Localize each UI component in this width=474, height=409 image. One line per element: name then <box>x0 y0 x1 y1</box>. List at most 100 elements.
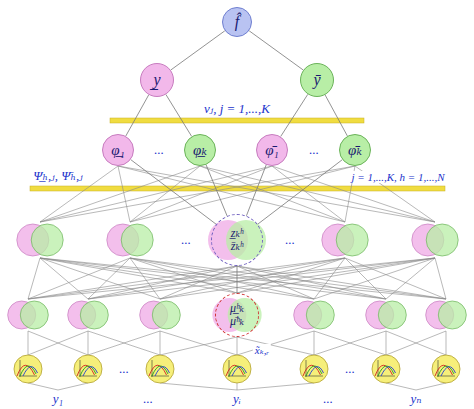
upper-circle <box>121 224 153 256</box>
link-line <box>58 383 88 390</box>
connector <box>249 31 303 70</box>
link-line <box>28 258 40 299</box>
upper-circle <box>152 301 180 329</box>
link-line <box>28 383 58 390</box>
upper-circle <box>226 220 266 260</box>
upper-circle <box>378 301 406 329</box>
input-circle <box>146 355 174 383</box>
network-neuron: f̂ <box>222 7 252 37</box>
input-circle <box>223 355 251 383</box>
upper-circle <box>20 301 48 329</box>
link-line <box>88 331 89 355</box>
network-neuron: φ̲₁ <box>102 134 134 166</box>
link-line <box>130 258 160 299</box>
math-label: yₙ <box>408 392 423 406</box>
neuron-label: f̂ <box>235 13 239 31</box>
network-neuron: y̲ <box>140 63 174 97</box>
link-line <box>446 331 447 355</box>
neuron-label: μ̄ʰₖ <box>230 315 244 328</box>
link-line <box>88 331 160 355</box>
link-line <box>314 331 386 355</box>
upper-circle <box>426 224 458 256</box>
link-line <box>160 331 161 355</box>
link-line <box>40 166 355 222</box>
link-line <box>88 331 160 355</box>
neuron-label: z̄ₖʰ <box>231 240 243 253</box>
math-label: νⱼ, j = 1,...,K <box>202 102 272 116</box>
link-line <box>237 337 238 355</box>
ellipsis-mark: ... <box>283 233 297 247</box>
link-line <box>345 258 386 299</box>
yellow-band <box>110 118 364 123</box>
input-circle <box>300 355 328 383</box>
upper-circle <box>306 301 334 329</box>
link-line <box>28 331 88 355</box>
input-circle <box>432 355 460 383</box>
membership-curve <box>441 367 456 376</box>
network-neuron: ȳ <box>300 63 334 97</box>
link-line <box>160 331 237 355</box>
upper-circle <box>31 224 63 256</box>
link-line <box>130 258 446 299</box>
upper-circle <box>80 301 108 329</box>
upper-circle <box>336 224 368 256</box>
link-line <box>160 258 345 299</box>
link-line <box>237 258 345 293</box>
link-line <box>237 266 446 299</box>
membership-curve <box>232 367 247 376</box>
neuron-label: μ̲ʰₖ <box>230 302 244 315</box>
link-line <box>314 258 435 299</box>
ellipsis-mark: ... <box>343 362 357 376</box>
connector <box>237 266 238 293</box>
link-line <box>386 331 446 355</box>
link-line <box>237 258 435 293</box>
membership-curve <box>83 367 98 376</box>
math-label: Ψ̲ₕ,ⱼ, Ψ̄ₕ,ⱼ <box>31 169 84 183</box>
link-line <box>88 258 435 299</box>
membership-curve <box>155 367 170 376</box>
upper-circle <box>438 301 466 329</box>
link-line <box>314 331 315 355</box>
math-label: yᵢ <box>231 392 243 406</box>
link-line <box>237 331 314 355</box>
input-circle <box>14 355 42 383</box>
link-line <box>28 331 88 355</box>
membership-curve <box>23 367 38 376</box>
link-line <box>237 383 238 390</box>
connector <box>131 160 217 225</box>
link-line <box>160 258 435 299</box>
network-neuron: φ̄ₖ <box>339 134 371 166</box>
link-line <box>160 337 237 355</box>
neuron-label: φ̲₁ <box>111 142 125 159</box>
link-line <box>130 166 272 222</box>
neuron-label: φ̄₁ <box>265 142 279 159</box>
connector <box>246 165 266 216</box>
input-circle <box>74 355 102 383</box>
link-line <box>386 331 446 355</box>
connector <box>281 94 308 136</box>
membership-curve <box>309 367 324 376</box>
network-neuron: μ̲ʰₖμ̄ʰₖ <box>215 293 259 337</box>
link-line <box>88 258 130 299</box>
input-circle <box>372 355 400 383</box>
link-line <box>237 337 314 355</box>
link-line <box>130 258 386 299</box>
network-neuron: φ̄₁ <box>256 134 288 166</box>
connector <box>206 165 227 216</box>
network-neuron: φ̲ₖ <box>184 134 216 166</box>
link-line <box>237 266 386 299</box>
link-line <box>386 258 435 299</box>
ellipsis-mark: ... <box>152 143 166 157</box>
ellipsis-mark: ... <box>179 233 193 247</box>
connector <box>258 160 343 225</box>
link-line <box>416 383 446 390</box>
link-line <box>88 266 237 299</box>
neuron-label: ȳ <box>313 71 320 89</box>
ellipsis-mark: ... <box>321 392 335 406</box>
ellipsis-mark: ... <box>141 392 155 406</box>
network-neuron: z̲ₖʰz̄ₖʰ <box>211 214 263 266</box>
neuron-label: φ̲ₖ <box>193 142 207 159</box>
link-line <box>435 258 446 299</box>
